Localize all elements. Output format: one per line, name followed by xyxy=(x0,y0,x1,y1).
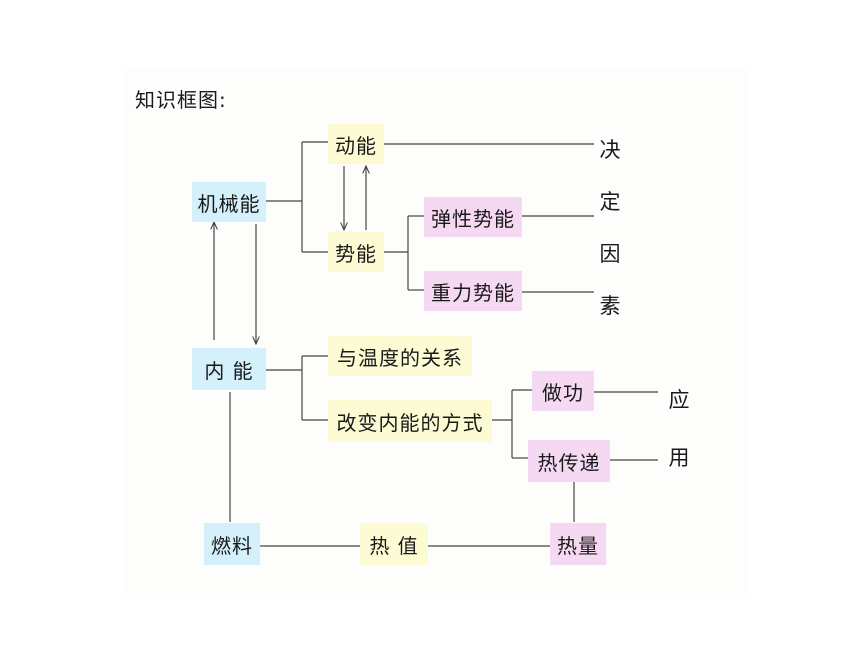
node-elastic-potential: 弹性势能 xyxy=(424,197,522,237)
node-fuel: 燃料 xyxy=(204,523,260,565)
diagram-title: 知识框图: xyxy=(135,88,227,112)
node-heat-value: 热 值 xyxy=(360,523,428,565)
node-gravitational-potential: 重力势能 xyxy=(424,271,522,311)
node-internal-energy: 内 能 xyxy=(192,348,266,390)
determinant-char: 素 xyxy=(599,294,621,318)
diagram-panel xyxy=(122,68,750,598)
node-heat-transfer: 热传递 xyxy=(528,440,610,482)
determinant-char: 定 xyxy=(599,190,621,214)
determinant-char: 决 xyxy=(599,138,621,162)
node-mechanical-energy: 机械能 xyxy=(192,182,266,222)
node-work: 做功 xyxy=(532,371,594,411)
application-char: 用 xyxy=(668,446,690,470)
determinant-char: 因 xyxy=(599,242,621,266)
node-change-methods: 改变内能的方式 xyxy=(328,400,492,442)
node-kinetic-energy: 动能 xyxy=(328,124,384,164)
node-heat-quantity: 热量 xyxy=(550,523,606,565)
node-potential-energy: 势能 xyxy=(328,232,384,272)
application-char: 应 xyxy=(668,388,690,412)
node-temperature-relation: 与温度的关系 xyxy=(328,336,472,376)
